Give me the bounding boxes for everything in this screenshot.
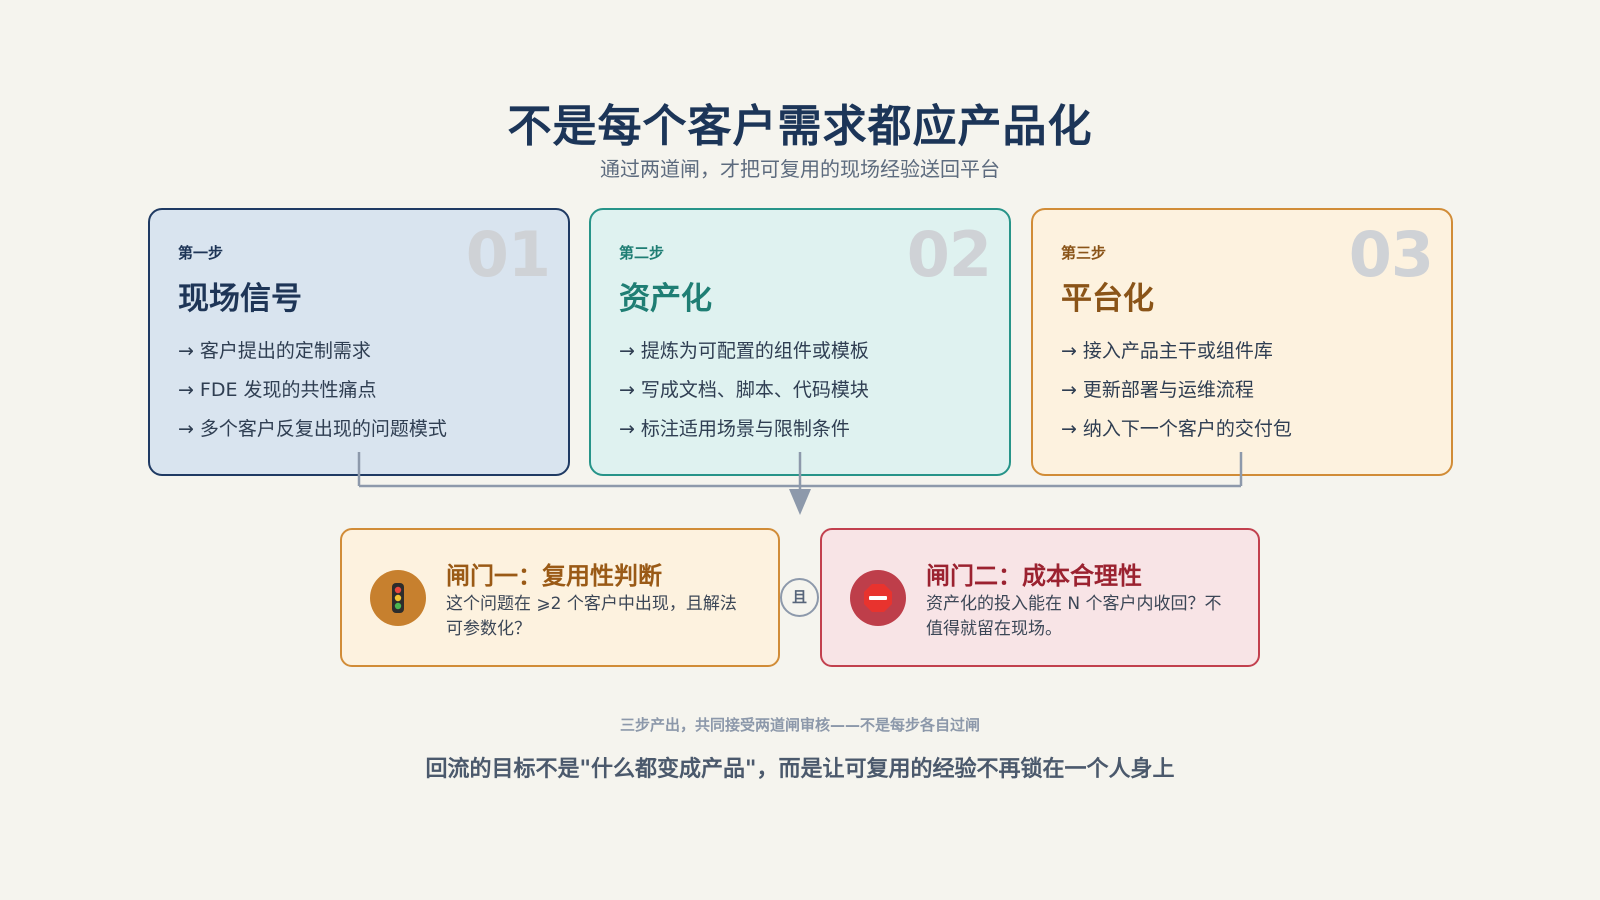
list-item: →写成文档、脚本、代码模块	[619, 379, 869, 401]
step-number: 01	[465, 218, 551, 291]
step-label: 第二步	[619, 244, 665, 262]
step-items: →接入产品主干或组件库 →更新部署与运维流程 →纳入下一个客户的交付包	[1061, 338, 1423, 455]
list-item: →FDE 发现的共性痛点	[178, 379, 377, 401]
arrow-right-icon: →	[1061, 379, 1077, 401]
list-item: →客户提出的定制需求	[178, 340, 371, 362]
list-item: →提炼为可配置的组件或模板	[619, 340, 869, 362]
arrow-right-icon: →	[1061, 340, 1077, 362]
arrow-right-icon: →	[178, 418, 194, 440]
step-card-1: 01 第一步 现场信号 →客户提出的定制需求 →FDE 发现的共性痛点 →多个客…	[148, 208, 570, 476]
arrow-right-icon: →	[1061, 418, 1077, 440]
stop-sign-icon	[850, 570, 906, 626]
list-item: →更新部署与运维流程	[1061, 379, 1254, 401]
step-label: 第三步	[1061, 244, 1107, 262]
step-number: 02	[906, 218, 992, 291]
step-card-2: 02 第二步 资产化 →提炼为可配置的组件或模板 →写成文档、脚本、代码模块 →…	[589, 208, 1011, 476]
arrow-right-icon: →	[619, 340, 635, 362]
page-subtitle: 通过两道闸，才把可复用的现场经验送回平台	[600, 157, 1000, 181]
step-card-3: 03 第三步 平台化 →接入产品主干或组件库 →更新部署与运维流程 →纳入下一个…	[1031, 208, 1453, 476]
gate-title: 闸门二：成本合理性	[926, 562, 1142, 590]
gate-description: 资产化的投入能在 N 个客户内收回？不值得就留在现场。	[926, 594, 1222, 639]
arrow-right-icon: →	[619, 379, 635, 401]
step-number: 03	[1348, 218, 1434, 291]
gate-title: 闸门一：复用性判断	[446, 562, 662, 590]
step-name: 平台化	[1061, 281, 1154, 317]
arrow-down-icon	[789, 489, 811, 515]
page-title: 不是每个客户需求都应产品化	[507, 101, 1093, 152]
step-label: 第一步	[178, 244, 224, 262]
step-name: 资产化	[619, 281, 712, 317]
arrow-right-icon: →	[619, 418, 635, 440]
step-items: →提炼为可配置的组件或模板 →写成文档、脚本、代码模块 →标注适用场景与限制条件	[619, 338, 981, 455]
list-item: →标注适用场景与限制条件	[619, 418, 850, 440]
step-items: →客户提出的定制需求 →FDE 发现的共性痛点 →多个客户反复出现的问题模式	[178, 338, 540, 455]
arrow-right-icon: →	[178, 379, 194, 401]
traffic-light-icon	[370, 570, 426, 626]
gate-card-2: 闸门二：成本合理性 资产化的投入能在 N 个客户内收回？不值得就留在现场。	[820, 528, 1260, 667]
footnote: 三步产出，共同接受两道闸审核——不是每步各自过闸	[619, 716, 980, 734]
gate-card-1: 闸门一：复用性判断 这个问题在 ⩾2 个客户中出现，且解法可参数化？	[340, 528, 780, 667]
arrow-right-icon: →	[178, 340, 194, 362]
list-item: →纳入下一个客户的交付包	[1061, 418, 1292, 440]
list-item: →接入产品主干或组件库	[1061, 340, 1273, 362]
and-connector-badge: 且	[780, 578, 819, 617]
list-item: →多个客户反复出现的问题模式	[178, 418, 447, 440]
gate-description: 这个问题在 ⩾2 个客户中出现，且解法可参数化？	[446, 594, 737, 639]
step-name: 现场信号	[178, 281, 302, 317]
conclusion: 回流的目标不是"什么都变成产品"，而是让可复用的经验不再锁在一个人身上	[425, 757, 1175, 782]
